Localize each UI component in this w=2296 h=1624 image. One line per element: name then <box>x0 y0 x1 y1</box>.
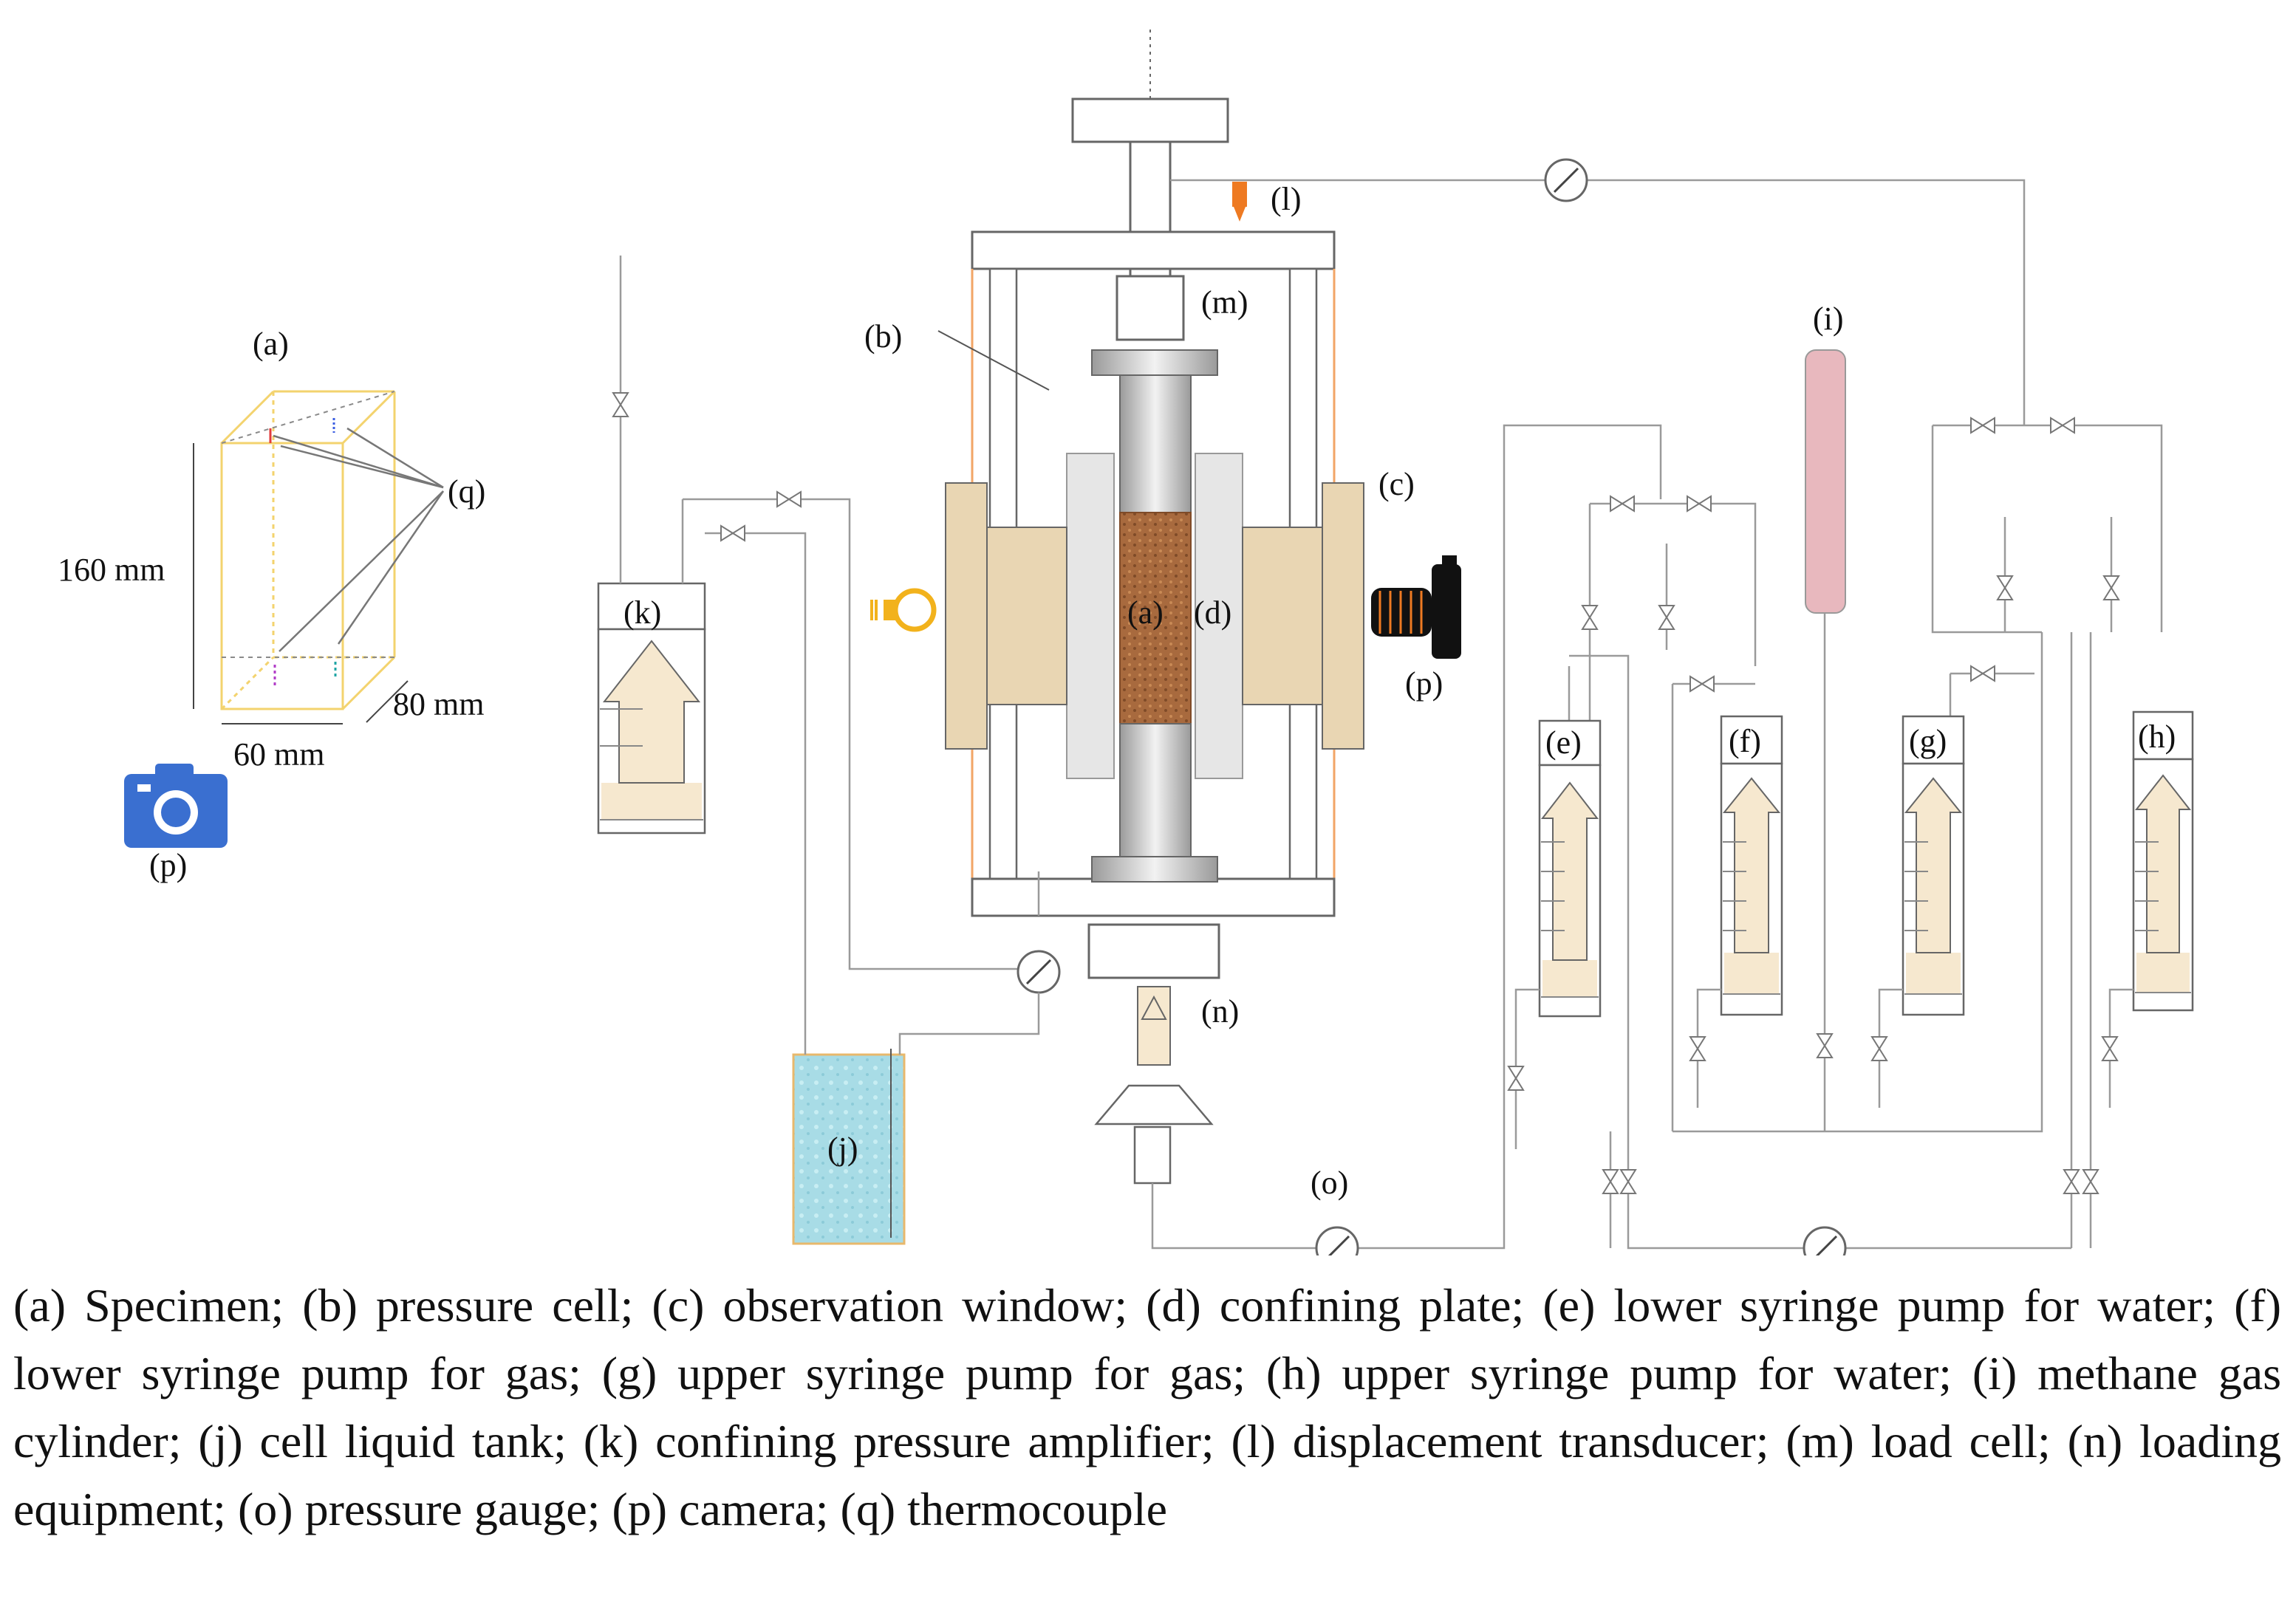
confining-pressure-amplifier: (k) <box>597 582 706 835</box>
label-c: (c) <box>1378 466 1415 502</box>
specimen-sketch: (a) (q) <box>58 326 485 883</box>
dim-depth: 80 mm <box>393 686 484 722</box>
camera-icon <box>124 764 228 848</box>
label-k: (k) <box>623 595 661 631</box>
label-p-right: (p) <box>1405 665 1443 702</box>
label-h: (h) <box>2138 719 2176 755</box>
label-e: (e) <box>1545 724 1582 761</box>
cell-liquid-tank: (j) <box>792 1049 906 1245</box>
experimental-apparatus-diagram: (a) (q) <box>58 30 2194 1255</box>
camera-side-icon <box>1371 555 1461 659</box>
syringe-pump-e: (e) <box>1538 719 1602 1018</box>
label-g: (g) <box>1909 723 1947 759</box>
label-d: (d) <box>1194 595 1231 631</box>
label-i: (i) <box>1813 301 1844 337</box>
label-q: (q) <box>448 473 485 510</box>
label-o: (o) <box>1311 1165 1348 1201</box>
label-p-left: (p) <box>149 847 187 883</box>
figure-caption: (a) Specimen; (b) pressure cell; (c) obs… <box>13 1279 2281 1535</box>
label-a-specimen: (a) <box>253 326 289 362</box>
methane-gas-cylinder: (i) <box>1805 301 1846 614</box>
syringe-pump-h: (h) <box>2132 710 2194 1012</box>
syringe-pump-g: (g) <box>1902 715 1965 1016</box>
dim-height: 160 mm <box>58 552 165 588</box>
light-bulb-icon <box>870 588 937 632</box>
label-f: (f) <box>1729 723 1761 759</box>
label-j: (j) <box>827 1131 858 1167</box>
label-a-center: (a) <box>1127 595 1164 631</box>
label-n: (n) <box>1201 993 1239 1029</box>
piping: (o) (e) (f) <box>612 158 2194 1255</box>
syringe-pump-f: (f) <box>1720 715 1783 1016</box>
label-b: (b) <box>864 318 902 354</box>
label-l: (l) <box>1271 181 1302 217</box>
dim-width: 60 mm <box>233 736 324 772</box>
label-m: (m) <box>1201 284 1248 321</box>
pressure-cell: (b) (c) (l) (m) (a) (d) (n) (p) <box>864 30 1461 1185</box>
